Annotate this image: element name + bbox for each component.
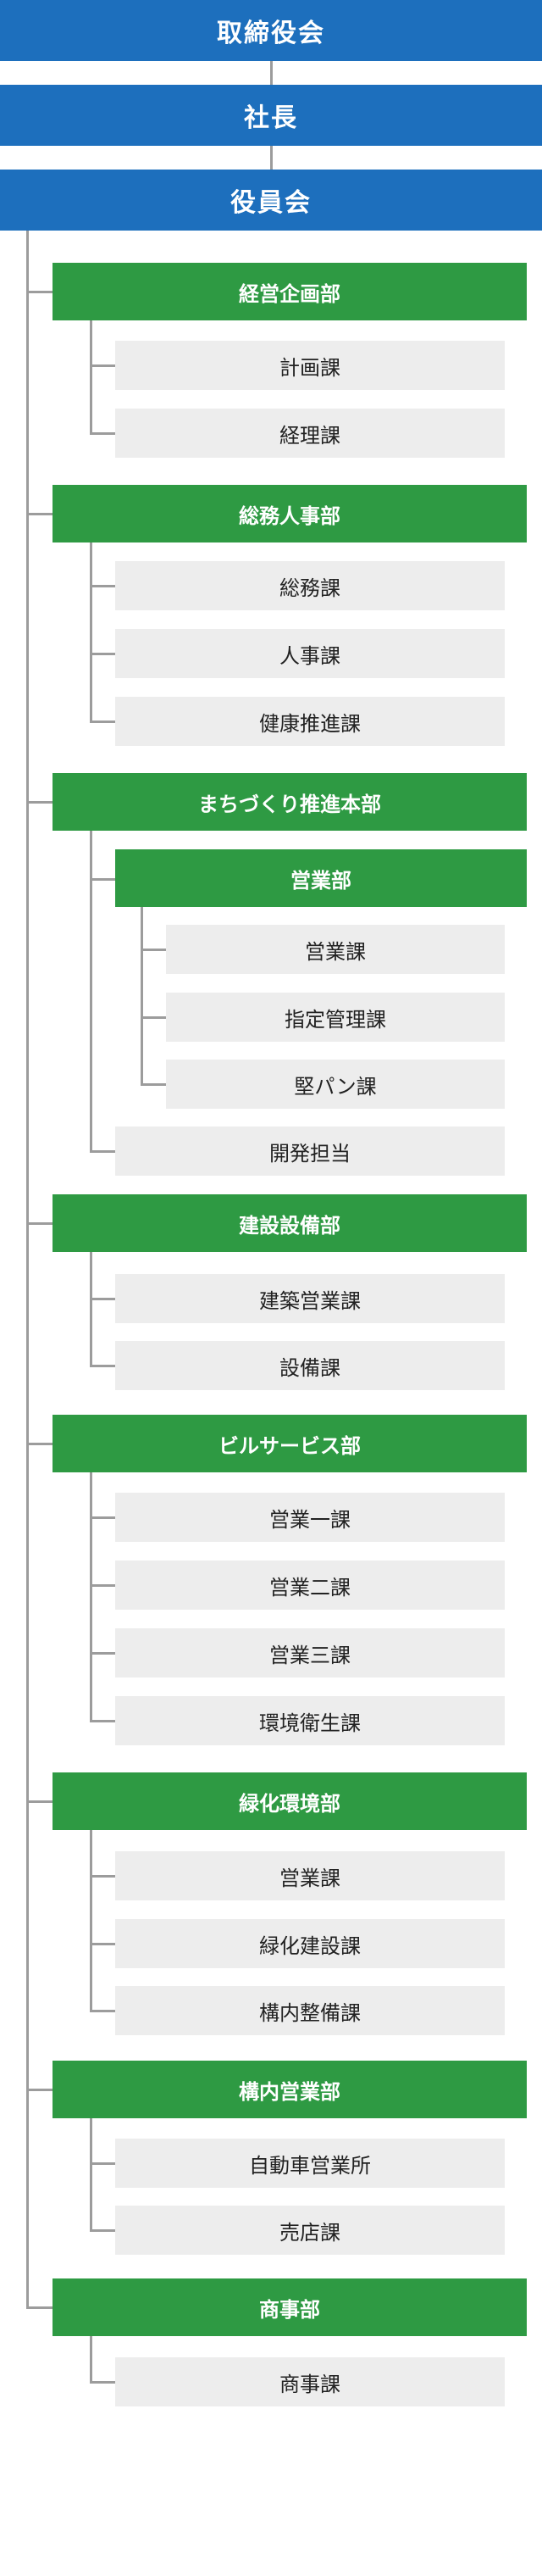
unit-box: 営業二課 xyxy=(115,1561,505,1610)
president-box: 社長 xyxy=(0,85,542,146)
unit-box: 営業課 xyxy=(166,925,505,974)
department-trunk-line xyxy=(90,320,92,434)
branch-line xyxy=(90,1150,115,1153)
branch-line xyxy=(26,801,53,804)
department-box-building-service: ビルサービス部 xyxy=(53,1415,527,1472)
unit-box: 環境衛生課 xyxy=(115,1696,505,1745)
unit-box: 売店課 xyxy=(115,2206,505,2255)
department-trunk-line xyxy=(90,831,92,1153)
department-trunk-line xyxy=(90,1252,92,1367)
department-box-machizukuri: まちづくり推進本部 xyxy=(53,773,527,831)
unit-box: 営業三課 xyxy=(115,1628,505,1677)
branch-line xyxy=(90,1298,115,1300)
unit-box: 設備課 xyxy=(115,1341,505,1390)
department-box-keiei-kikaku: 経営企画部 xyxy=(53,263,527,320)
branch-line xyxy=(26,291,53,293)
sub-department-box-eigyo: 営業部 xyxy=(115,849,527,907)
branch-line xyxy=(90,1516,115,1519)
unit-box: 構内整備課 xyxy=(115,1986,505,2035)
department-box-kensetsu-setsubi: 建設設備部 xyxy=(53,1194,527,1252)
department-box-shoji: 商事部 xyxy=(53,2278,527,2336)
department-box-somu-jinji: 総務人事部 xyxy=(53,485,527,542)
branch-line xyxy=(141,1016,166,1019)
branch-line xyxy=(90,364,115,367)
branch-line xyxy=(90,1943,115,1945)
branch-line xyxy=(90,2162,115,2165)
branch-line xyxy=(90,2229,115,2232)
department-trunk-line xyxy=(90,1830,92,2012)
unit-box: 緑化建設課 xyxy=(115,1919,505,1968)
unit-box: 総務課 xyxy=(115,561,505,610)
branch-line xyxy=(90,1875,115,1878)
executive-committee-box: 役員会 xyxy=(0,170,542,231)
department-trunk-line xyxy=(90,1472,92,1722)
branch-line xyxy=(26,2306,53,2309)
unit-box: 経理課 xyxy=(115,409,505,458)
department-trunk-line xyxy=(90,542,92,722)
branch-line xyxy=(26,2089,53,2091)
unit-box: 商事課 xyxy=(115,2357,505,2406)
branch-line xyxy=(26,1800,53,1803)
unit-box: 営業一課 xyxy=(115,1493,505,1542)
branch-line xyxy=(141,949,166,951)
unit-box: 堅パン課 xyxy=(166,1060,505,1109)
unit-box: 計画課 xyxy=(115,341,505,390)
branch-line xyxy=(90,878,115,881)
department-box-konai-eigyo: 構内営業部 xyxy=(53,2061,527,2118)
unit-box: 人事課 xyxy=(115,629,505,678)
unit-box: 開発担当 xyxy=(115,1127,505,1176)
department-trunk-line xyxy=(90,2336,92,2383)
unit-box: 健康推進課 xyxy=(115,697,505,746)
branch-line xyxy=(90,2381,115,2384)
sub-department-trunk-line xyxy=(141,907,143,1085)
board-of-directors-box: 取締役会 xyxy=(0,0,542,61)
branch-line xyxy=(90,1652,115,1655)
branch-line xyxy=(90,432,115,435)
branch-line xyxy=(90,2010,115,2012)
department-trunk-line xyxy=(90,2118,92,2232)
main-trunk-line xyxy=(26,231,29,2309)
branch-line xyxy=(90,585,115,587)
unit-box: 自動車営業所 xyxy=(115,2139,505,2188)
branch-line xyxy=(90,1365,115,1367)
connector-line xyxy=(270,146,273,170)
branch-line xyxy=(26,1222,53,1225)
branch-line xyxy=(90,653,115,655)
connector-line xyxy=(270,61,273,85)
department-box-ryokuka-kankyo: 緑化環境部 xyxy=(53,1772,527,1830)
branch-line xyxy=(141,1083,166,1086)
branch-line xyxy=(90,1584,115,1587)
branch-line xyxy=(26,1443,53,1445)
unit-box: 指定管理課 xyxy=(166,993,505,1042)
branch-line xyxy=(26,513,53,515)
branch-line xyxy=(90,1720,115,1722)
unit-box: 営業課 xyxy=(115,1851,505,1900)
branch-line xyxy=(90,721,115,723)
unit-box: 建築営業課 xyxy=(115,1274,505,1323)
